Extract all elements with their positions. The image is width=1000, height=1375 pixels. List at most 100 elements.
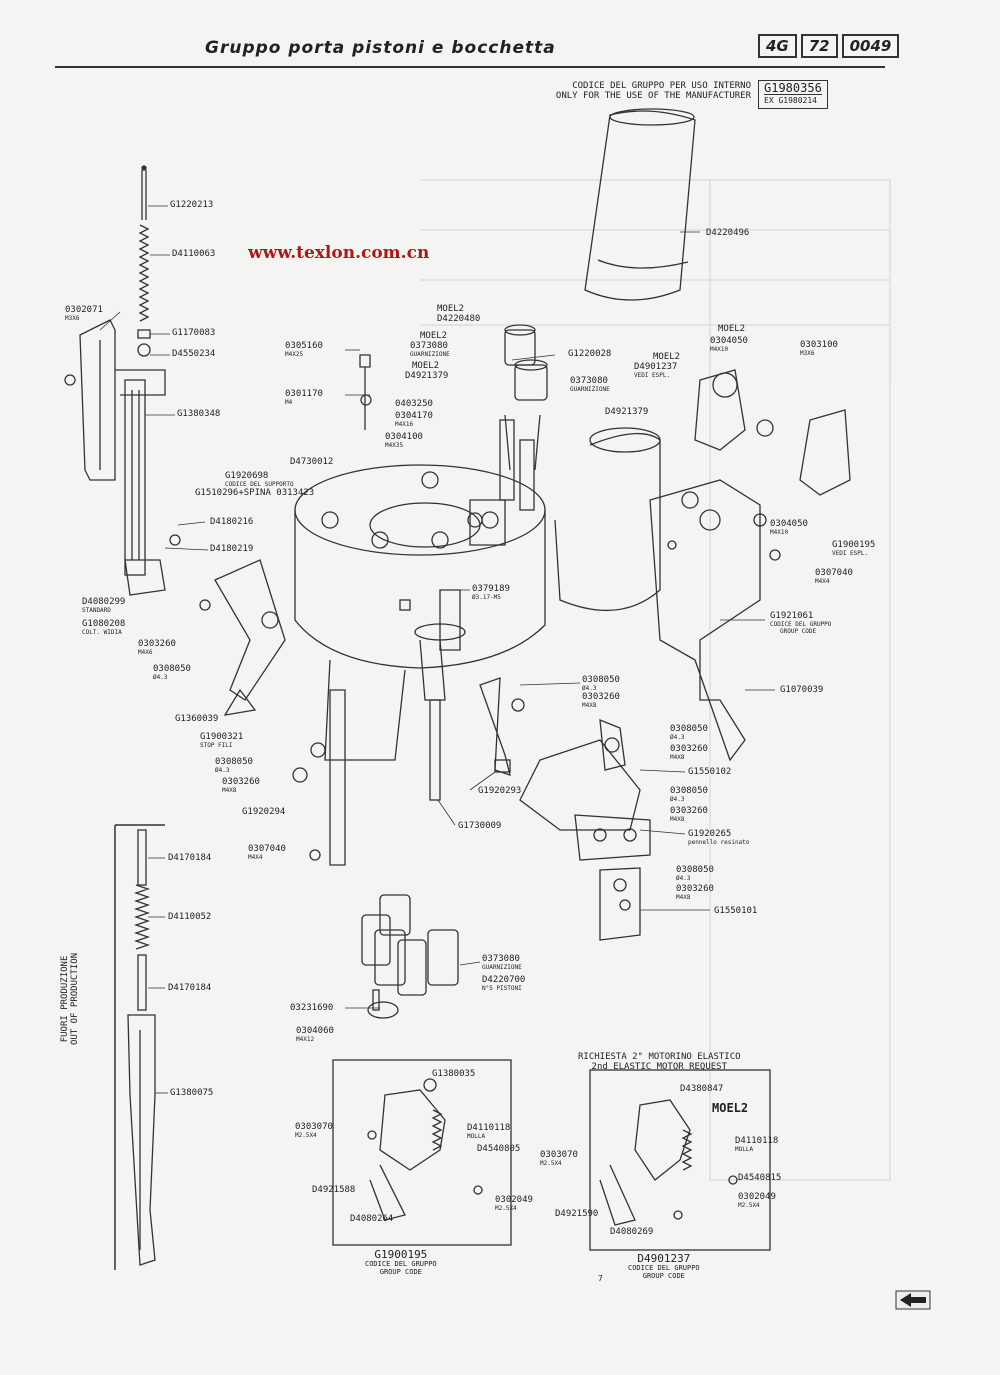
part-label: G1220213 [170, 200, 214, 210]
part-label: G1070039 [780, 685, 824, 695]
lower-left-bar [292, 689, 346, 866]
internal-code-label: CODICE DEL GRUPPO PER USO INTERNO ONLY F… [555, 81, 751, 101]
part-label: 03231690 [290, 1003, 334, 1013]
screws [359, 354, 483, 528]
out-of-production-note: FUORI PRODUZIONE OUT OF PRODUCTION [60, 952, 80, 1045]
part-label: G1920294 [242, 807, 286, 817]
part-label: G1920293 [478, 786, 522, 796]
part-label: D4180219 [210, 544, 254, 554]
left-bracket [64, 319, 181, 596]
part-label: D4080264 [350, 1214, 394, 1224]
bleed-through-table [420, 179, 891, 1181]
part-label: GROUP CODE [780, 628, 817, 635]
part-label: D4921588 [312, 1185, 356, 1195]
out-of-production-rod [114, 824, 165, 1270]
right-cutter-group [519, 718, 651, 941]
right-group-code: D4901237 CODICE DEL GRUPPO GROUP CODE [628, 1252, 700, 1280]
page-title: Gruppo porta pistoni e bocchetta [205, 38, 556, 58]
right-bracket [649, 369, 851, 762]
lower-pistons [361, 894, 459, 1019]
part-label: D4730012 [290, 457, 334, 467]
part-label: D4170184 [168, 853, 212, 863]
part-label: D4540815 [738, 1173, 782, 1183]
part-label: 0403250 [395, 399, 433, 409]
left-boxed-group [332, 1059, 512, 1246]
nozzle-cone [554, 108, 696, 611]
part-label: G1380035 [432, 1069, 476, 1079]
ref-part-2: 72 [800, 34, 838, 58]
part-label: G1550101 [714, 906, 758, 916]
page-number: 7 [598, 1274, 603, 1283]
part-label: D4110063 [172, 249, 216, 259]
part-label: D4921590 [555, 1209, 599, 1219]
piston-holder-body [294, 464, 546, 761]
header-rule [55, 66, 885, 68]
part-label: G1550102 [688, 767, 732, 777]
leader-lines [99, 205, 775, 1094]
part-label: D4110052 [168, 912, 212, 922]
part-label: G1170083 [172, 328, 216, 338]
ref-part-3: 0049 [841, 34, 900, 58]
part-label: D4380847 [680, 1084, 724, 1094]
part-label: G1360039 [175, 714, 219, 724]
part-label: D4550234 [172, 349, 216, 359]
part-label: MOEL2 [437, 304, 465, 314]
part-label: MOEL2 [420, 331, 448, 341]
internal-code-box: G1980356 EX G1980214 [758, 80, 828, 109]
internal-code: G1980356 [764, 81, 822, 95]
part-label: D4921379 [405, 371, 449, 381]
part-label: MOEL2 [718, 324, 746, 334]
left-group-code: G1900195 CODICE DEL GRUPPO GROUP CODE [365, 1248, 437, 1276]
left-shaft-assembly [137, 165, 151, 357]
back-arrow-icon[interactable] [895, 1290, 931, 1310]
part-label: G1510296+SPINA 0313423 [195, 488, 315, 498]
part-label: D4220480 [437, 314, 481, 324]
part-label: D4170184 [168, 983, 212, 993]
right-group-header: RICHIESTA 2° MOTORINO ELASTICO 2nd ELAST… [578, 1052, 741, 1072]
part-label: D4220496 [706, 228, 750, 238]
part-label: G1730009 [458, 821, 502, 831]
part-label: D4080269 [610, 1227, 654, 1237]
internal-code-ex: EX G1980214 [764, 94, 822, 107]
thread-stop [199, 559, 286, 716]
part-label: G1380075 [170, 1088, 214, 1098]
part-label: D4540805 [477, 1144, 521, 1154]
